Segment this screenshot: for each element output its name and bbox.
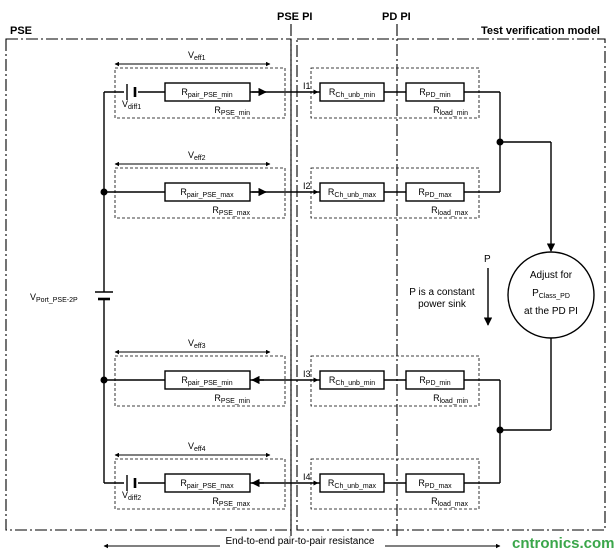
adjust-circle	[507, 251, 595, 339]
current-label: I4	[303, 472, 311, 482]
rpd-label: RPD_max	[418, 478, 452, 490]
rload-label: Rload_max	[431, 496, 468, 508]
rpd-label: RPD_min	[419, 87, 451, 99]
rpse-box	[114, 355, 286, 407]
power-note-line1: P is a constant	[409, 287, 475, 298]
rload-box	[310, 167, 480, 219]
rpse-box	[114, 67, 286, 119]
rpair-resistor	[164, 473, 251, 493]
vdiff-label: Vdiff2	[122, 490, 141, 502]
rpd-label: RPD_max	[418, 187, 452, 199]
end-to-end-label: End-to-end pair-to-pair resistance	[226, 536, 375, 547]
watermark: cntronics.com	[512, 535, 615, 552]
rch-resistor	[319, 82, 385, 102]
current-label: I1	[303, 81, 311, 91]
rpse-label: RPSE_min	[214, 393, 250, 405]
adjust-line3: at the PD PI	[524, 306, 578, 317]
rload-box	[310, 67, 480, 119]
rpair-label: Rpair_PSE_min	[181, 87, 232, 99]
veff-label: Veff2	[188, 150, 206, 162]
rch-resistor	[319, 370, 385, 390]
rpair-resistor	[164, 82, 251, 102]
rpse-label: RPSE_min	[214, 105, 250, 117]
pse-pi-title: PSE PI	[277, 11, 312, 23]
adjust-line1: Adjust for	[530, 270, 573, 281]
rpair-label: Rpair_PSE_max	[180, 187, 234, 199]
power-note-line2: power sink	[418, 299, 467, 310]
model-region-title: Test verification model	[481, 25, 600, 37]
rch-resistor	[319, 182, 385, 202]
rpse-label: RPSE_max	[212, 496, 250, 508]
end-to-end-label-bg	[220, 536, 385, 547]
rpair-resistor	[164, 370, 251, 390]
veff-label: Veff3	[188, 338, 206, 350]
power-label: P	[484, 254, 491, 265]
rload-label: Rload_max	[431, 205, 468, 217]
veff-label: Veff4	[188, 441, 206, 453]
current-label: I2	[303, 181, 311, 191]
rpd-resistor	[405, 473, 465, 493]
rpse-label: RPSE_max	[212, 205, 250, 217]
rch-label: RCh_unb_max	[328, 187, 377, 199]
current-label: I3	[303, 369, 311, 379]
rpd-label: RPD_min	[419, 375, 451, 387]
rch-label: RCh_unb_max	[328, 478, 377, 490]
rch-label: RCh_unb_min	[329, 375, 375, 387]
rpse-box	[114, 167, 286, 219]
rpair-resistor	[164, 182, 251, 202]
vport-battery-gap	[92, 292, 116, 300]
rload-label: Rload_min	[433, 105, 468, 117]
rpd-resistor	[405, 82, 465, 102]
rpair-label: Rpair_PSE_max	[180, 478, 234, 490]
rload-box	[310, 355, 480, 407]
rload-box	[310, 458, 480, 510]
adjust-line2: PClass_PD	[532, 288, 570, 300]
rload-label: Rload_min	[433, 393, 468, 405]
rpse-box	[114, 458, 286, 510]
veff-label: Veff1	[188, 50, 206, 62]
pse-region-title: PSE	[10, 25, 32, 37]
vport-label: VPort_PSE-2P	[30, 292, 78, 304]
rpd-resistor	[405, 182, 465, 202]
pd-pi-title: PD PI	[382, 11, 411, 23]
rch-resistor	[319, 473, 385, 493]
rch-label: RCh_unb_min	[329, 87, 375, 99]
vdiff-label: Vdiff1	[122, 99, 141, 111]
rpd-resistor	[405, 370, 465, 390]
rpair-label: Rpair_PSE_min	[181, 375, 232, 387]
